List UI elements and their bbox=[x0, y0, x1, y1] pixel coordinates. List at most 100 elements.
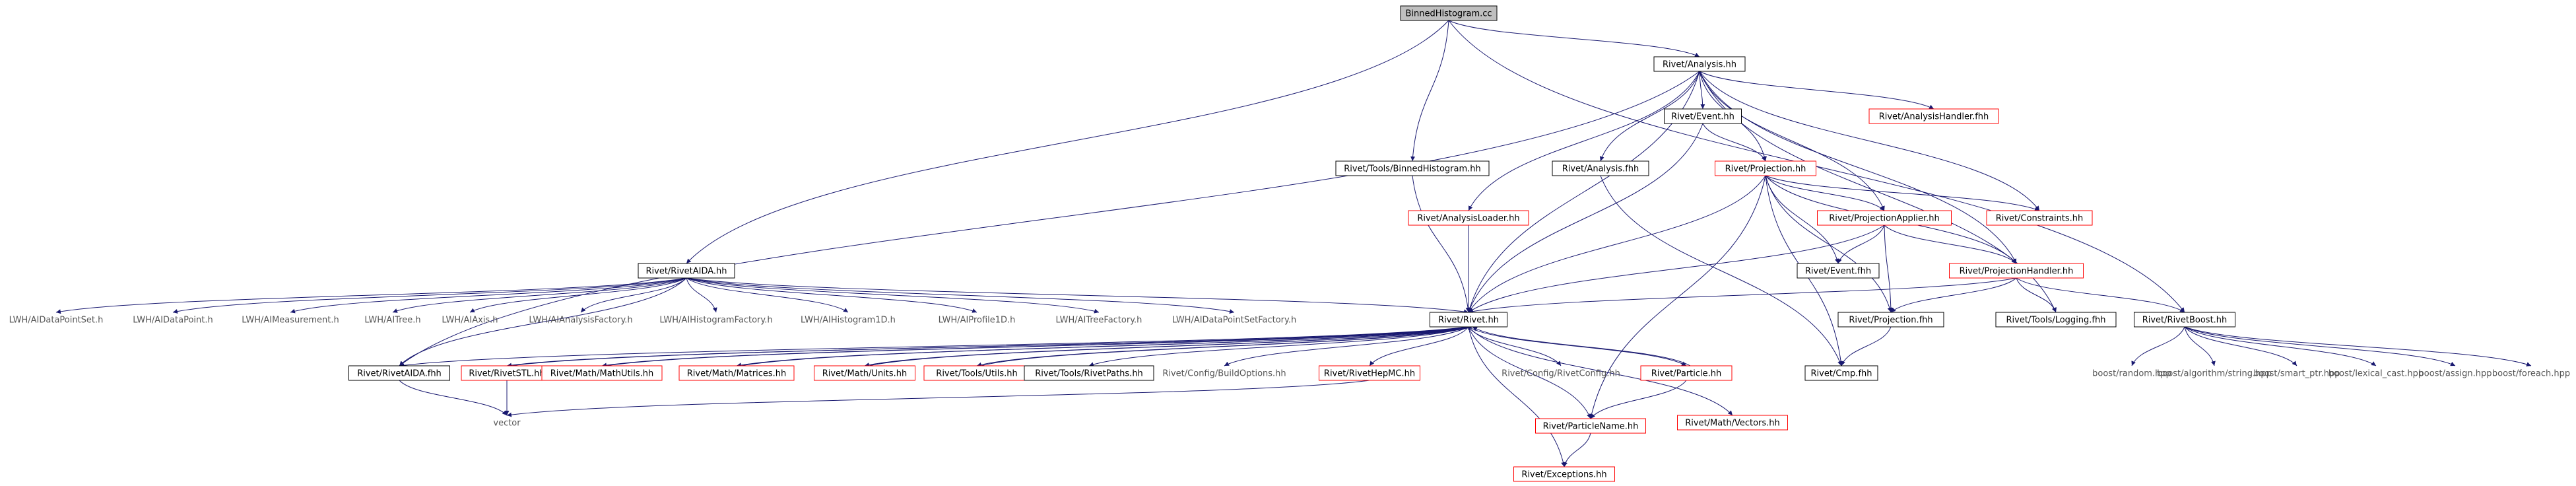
edge-particlename-to-exceptions bbox=[1563, 433, 1591, 468]
edge-rivetboost-to-booststring bbox=[2184, 326, 2216, 366]
node-label: LWH/AITreeFactory.h bbox=[1056, 316, 1142, 326]
node-rivet-tools-binnedhistogram-hh[interactable]: Rivet/Tools/BinnedHistogram.hh bbox=[1335, 160, 1490, 176]
edge-analysis_hh-to-event_hh bbox=[1699, 71, 1705, 110]
node-rivet-rivetboost-hh[interactable]: Rivet/RivetBoost.hh bbox=[2134, 312, 2235, 328]
node-label: LWH/AIDataPointSet.h bbox=[9, 316, 104, 326]
node-label: Rivet/Event.fhh bbox=[1805, 267, 1871, 277]
edge-particle_hh-to-particlename bbox=[1590, 380, 1687, 419]
edge-analysis_hh-to-projapplier bbox=[1699, 71, 1885, 211]
edge-rivetaida_hh-to-aidpsfactory bbox=[686, 277, 1235, 314]
node-label: Rivet/Tools/RivetPaths.hh bbox=[1035, 369, 1143, 379]
node-label: Rivet/ProjectionHandler.hh bbox=[1960, 267, 2074, 277]
node-rivet-projectionapplier-hh[interactable]: Rivet/ProjectionApplier.hh bbox=[1817, 210, 1952, 226]
edge-projection_hh-to-rivet_hh bbox=[1468, 175, 1766, 313]
node-label: LWH/AITree.h bbox=[364, 316, 420, 326]
edge-event_hh-to-projection_hh bbox=[1702, 123, 1766, 162]
node-rivet-rivethepmc-hh[interactable]: Rivet/RivetHepMC.hh bbox=[1319, 365, 1420, 381]
node-label: LWH/AIMeasurement.h bbox=[242, 316, 339, 326]
node-boost-foreach-hpp: boost/foreach.hpp bbox=[2492, 369, 2570, 379]
edge-rivetaida_hh-to-aidapoint bbox=[172, 277, 687, 314]
node-rivet-math-vectors-hh[interactable]: Rivet/Math/Vectors.hh bbox=[1677, 415, 1788, 431]
node-rivet-tools-rivetpaths-hh[interactable]: Rivet/Tools/RivetPaths.hh bbox=[1024, 365, 1154, 381]
node-rivet-particlename-hh[interactable]: Rivet/ParticleName.hh bbox=[1535, 418, 1646, 434]
node-rivet-projection-fhh[interactable]: Rivet/Projection.fhh bbox=[1837, 312, 1944, 328]
node-label: Rivet/RivetHepMC.hh bbox=[1324, 369, 1415, 379]
node-boost-assign-hpp: boost/assign.hpp bbox=[2419, 369, 2492, 379]
node-box bbox=[1024, 365, 1154, 381]
node-rivet-projectionhandler-hh[interactable]: Rivet/ProjectionHandler.hh bbox=[1949, 263, 2084, 279]
node-rivet-tools-utils-hh[interactable]: Rivet/Tools/Utils.hh bbox=[923, 365, 1030, 381]
node-rivet-projection-hh[interactable]: Rivet/Projection.hh bbox=[1715, 160, 1816, 176]
node-label: Rivet/Analysis.fhh bbox=[1562, 164, 1639, 174]
edge-mathutils-to-rivet_hh bbox=[605, 325, 1473, 366]
edge-rivet_hh-to-particle_hh bbox=[1468, 326, 1687, 366]
node-label: Rivet/Math/Vectors.hh bbox=[1685, 419, 1780, 429]
node-box bbox=[1335, 160, 1490, 176]
node-rivet-math-mathutils-hh[interactable]: Rivet/Math/MathUtils.hh bbox=[541, 365, 663, 381]
node-boost-random-hpp: boost/random.hpp bbox=[2092, 369, 2171, 379]
node-rivet-rivetaida-fhh[interactable]: Rivet/RivetAIDA.fhh bbox=[348, 365, 450, 381]
edge-rivetboost-to-boostforeach bbox=[2184, 326, 2532, 366]
node-lwh-aiprofile1d-h: LWH/AIProfile1D.h bbox=[939, 316, 1016, 326]
edge-event_hh-to-rivet_hh bbox=[1468, 123, 1703, 313]
node-box bbox=[1868, 108, 1999, 124]
node-label: boost/foreach.hpp bbox=[2492, 369, 2570, 379]
node-label: Rivet/Particle.hh bbox=[1651, 369, 1721, 379]
edge-analysis_hh-to-analysis_fhh bbox=[1599, 71, 1700, 162]
node-rivet-particle-hh[interactable]: Rivet/Particle.hh bbox=[1640, 365, 1733, 381]
edge-analysis_hh-to-rivet_hh bbox=[1467, 71, 1700, 313]
node-label: Rivet/Config/RivetConfig.hh bbox=[1502, 369, 1620, 379]
node-label: boost/random.hpp bbox=[2092, 369, 2171, 379]
edge-rivetboost-to-boostsmartptr bbox=[2184, 326, 2297, 366]
node-label: Rivet/Projection.hh bbox=[1725, 164, 1806, 174]
node-box bbox=[1949, 263, 2084, 279]
node-lwh-aimeasurement-h: LWH/AIMeasurement.h bbox=[242, 316, 339, 326]
edge-rivetaida_hh-to-aitree bbox=[392, 277, 687, 313]
node-rivet-exceptions-hh[interactable]: Rivet/Exceptions.hh bbox=[1513, 466, 1615, 482]
edge-rivetaida_fhh-to-vector bbox=[399, 380, 508, 416]
node-rivet-rivet-hh[interactable]: Rivet/Rivet.hh bbox=[1430, 312, 1507, 328]
node-label: Rivet/RivetSTL.hh bbox=[469, 369, 545, 379]
edge-projhandler-to-rivet_hh bbox=[1468, 277, 2017, 314]
node-label: boost/smart_ptr.hpp bbox=[2253, 369, 2340, 379]
node-rivet-analysis-fhh[interactable]: Rivet/Analysis.fhh bbox=[1552, 160, 1649, 176]
node-rivet-analysisloader-hh[interactable]: Rivet/AnalysisLoader.hh bbox=[1408, 210, 1529, 226]
node-rivet-rivetstl-hh[interactable]: Rivet/RivetSTL.hh bbox=[461, 365, 553, 381]
node-rivet-constraints-hh[interactable]: Rivet/Constraints.hh bbox=[1986, 210, 2093, 226]
node-rivet-cmp-fhh[interactable]: Rivet/Cmp.fhh bbox=[1804, 365, 1878, 381]
node-rivet-math-units-hh[interactable]: Rivet/Math/Units.hh bbox=[814, 365, 915, 381]
node-box bbox=[1817, 210, 1952, 226]
node-binnedhistogram-cc[interactable]: BinnedHistogram.cc bbox=[1400, 5, 1498, 21]
edge-rivetaida_hh-to-aidapointset bbox=[55, 277, 687, 314]
edge-units-to-rivet_hh bbox=[868, 326, 1473, 366]
edge-projection_hh-to-particlename bbox=[1589, 175, 1766, 419]
node-rivet-rivetaida-hh[interactable]: Rivet/RivetAIDA.hh bbox=[638, 263, 735, 279]
node-label: LWH/AIDataPoint.h bbox=[133, 316, 213, 326]
node-box bbox=[1319, 365, 1420, 381]
node-label: LWH/AIAxis.h bbox=[442, 316, 498, 326]
edge-rivetboost-to-boostassign bbox=[2184, 326, 2456, 366]
node-label: boost/algorithm/string.hpp bbox=[2157, 369, 2272, 379]
node-rivet-math-matrices-hh[interactable]: Rivet/Math/Matrices.hh bbox=[678, 365, 795, 381]
node-rivet-analysishandler-fhh[interactable]: Rivet/AnalysisHandler.fhh bbox=[1868, 108, 1999, 124]
edge-matrices-to-rivet_hh bbox=[740, 325, 1473, 366]
node-rivet-event-fhh[interactable]: Rivet/Event.fhh bbox=[1797, 263, 1880, 279]
edge-rivetstl-to-rivet_hh bbox=[510, 325, 1473, 366]
edge-rivet_hh-to-buildoptions bbox=[1224, 326, 1469, 366]
edge-rivetaida_hh-to-aihistfactory bbox=[686, 277, 717, 313]
edge-toolsutils-to-rivet_hh bbox=[980, 326, 1473, 366]
node-label: Rivet/Rivet.hh bbox=[1438, 316, 1499, 326]
node-box bbox=[1408, 210, 1529, 226]
node-box bbox=[814, 365, 915, 381]
node-rivet-tools-logging-fhh[interactable]: Rivet/Tools/Logging.fhh bbox=[1995, 312, 2117, 328]
node-rivet-analysis-hh[interactable]: Rivet/Analysis.hh bbox=[1653, 56, 1746, 72]
node-box bbox=[1715, 160, 1816, 176]
node-rivet-event-hh[interactable]: Rivet/Event.hh bbox=[1664, 108, 1742, 124]
node-lwh-aianalysisfactory-h: LWH/AIAnalysisFactory.h bbox=[529, 316, 632, 326]
node-box bbox=[1552, 160, 1649, 176]
node-box bbox=[1653, 56, 1746, 72]
node-lwh-aiaxis-h: LWH/AIAxis.h bbox=[442, 316, 498, 326]
edge-binned-to-analysis_hh bbox=[1448, 20, 1700, 57]
node-label: Rivet/RivetBoost.hh bbox=[2142, 316, 2228, 326]
